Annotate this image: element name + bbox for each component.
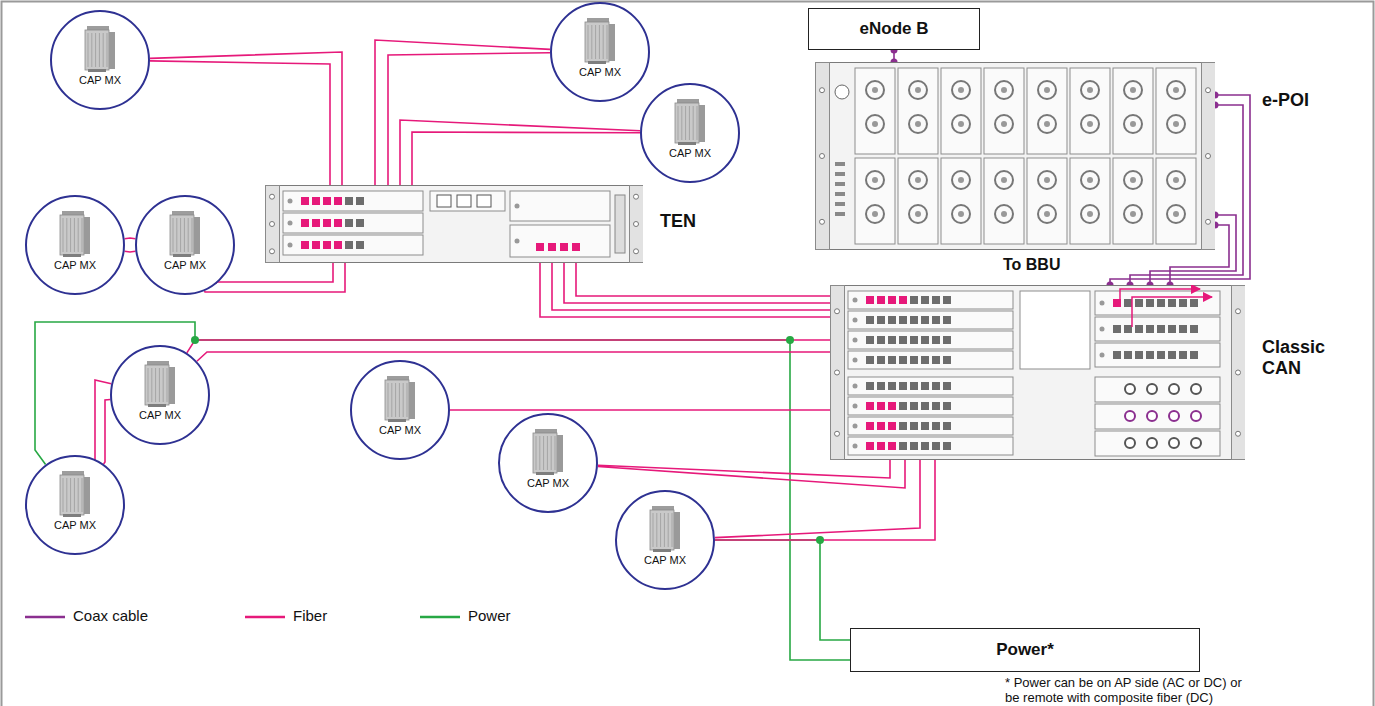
legend-sample: [420, 616, 460, 619]
cap-mx-unit: CAP MX: [350, 360, 450, 460]
node-label: eNode B: [860, 19, 929, 39]
system-box: eNode B: [808, 8, 980, 50]
cap-mx-icon: [552, 4, 647, 99]
junction-dot: [191, 336, 199, 344]
node-label: CAP MX: [642, 147, 738, 160]
node-label: CAP MX: [112, 409, 208, 422]
power-link: [35, 322, 850, 660]
cap-mx-icon: [500, 415, 595, 510]
node-label: CAP MX: [52, 74, 148, 87]
node-label: CAP MX: [352, 424, 448, 437]
fiber-link: [450, 409, 830, 411]
cap-mx-unit: CAP MX: [25, 195, 125, 295]
output-label: To BBU: [1003, 256, 1060, 274]
equipment-rack: Classic CAN: [830, 285, 1245, 460]
system-box: Power*: [850, 628, 1200, 672]
bbu-arrow: [1132, 297, 1212, 327]
fiber-link: [400, 120, 640, 185]
equipment-rack: TEN: [265, 185, 643, 263]
cap-mx-unit: CAP MX: [50, 10, 150, 110]
node-label: Power*: [996, 640, 1054, 660]
cap-mx-unit: CAP MX: [550, 2, 650, 102]
cap-mx-icon: [352, 362, 447, 457]
equipment-label: e-POI: [1262, 90, 1332, 111]
equipment-label: TEN: [660, 211, 720, 232]
fiber-link: [715, 460, 935, 540]
cap-mx-icon: [27, 457, 122, 552]
cap-mx-unit: CAP MX: [615, 490, 715, 590]
cap-mx-icon: [112, 347, 207, 442]
junction-dot: [816, 536, 824, 544]
cap-mx-icon: [617, 492, 712, 587]
rack-art: [830, 285, 1245, 460]
legend-sample: [25, 616, 65, 619]
rack-art: [265, 185, 643, 263]
cap-mx-unit: CAP MX: [640, 83, 740, 183]
fiber-link: [598, 460, 905, 488]
cap-mx-unit: CAP MX: [25, 455, 125, 555]
node-label: CAP MX: [27, 519, 123, 532]
cap-mx-unit: CAP MX: [498, 413, 598, 513]
legend-text: Power: [468, 607, 511, 625]
node-label: CAP MX: [137, 259, 233, 272]
equipment-rack: e-POI: [815, 62, 1215, 250]
node-label: CAP MX: [617, 554, 713, 567]
cap-mx-icon: [52, 12, 147, 107]
fiber-link: [95, 380, 111, 464]
legend-sample: [245, 616, 285, 619]
cap-mx-icon: [642, 85, 737, 180]
fiber-link: [540, 263, 830, 317]
legend-text: Fiber: [293, 607, 327, 625]
power-link: [715, 540, 850, 640]
node-label: CAP MX: [27, 259, 123, 272]
rack-art: [815, 62, 1215, 250]
equipment-label: Classic CAN: [1262, 337, 1342, 379]
junction-dot: [786, 336, 794, 344]
legend-text: Coax cable: [73, 607, 148, 625]
cap-mx-unit: CAP MX: [110, 345, 210, 445]
cap-mx-icon: [27, 197, 122, 292]
fiber-link: [187, 340, 830, 361]
node-label: CAP MX: [500, 477, 596, 490]
fiber-link: [125, 238, 136, 252]
fiber-link: [375, 40, 550, 185]
footnote: * Power can be on AP side (AC or DC) or …: [1005, 675, 1255, 705]
node-label: CAP MX: [552, 66, 648, 79]
fiber-link: [150, 52, 342, 185]
cap-mx-unit: CAP MX: [135, 195, 235, 295]
cap-mx-icon: [137, 197, 232, 292]
